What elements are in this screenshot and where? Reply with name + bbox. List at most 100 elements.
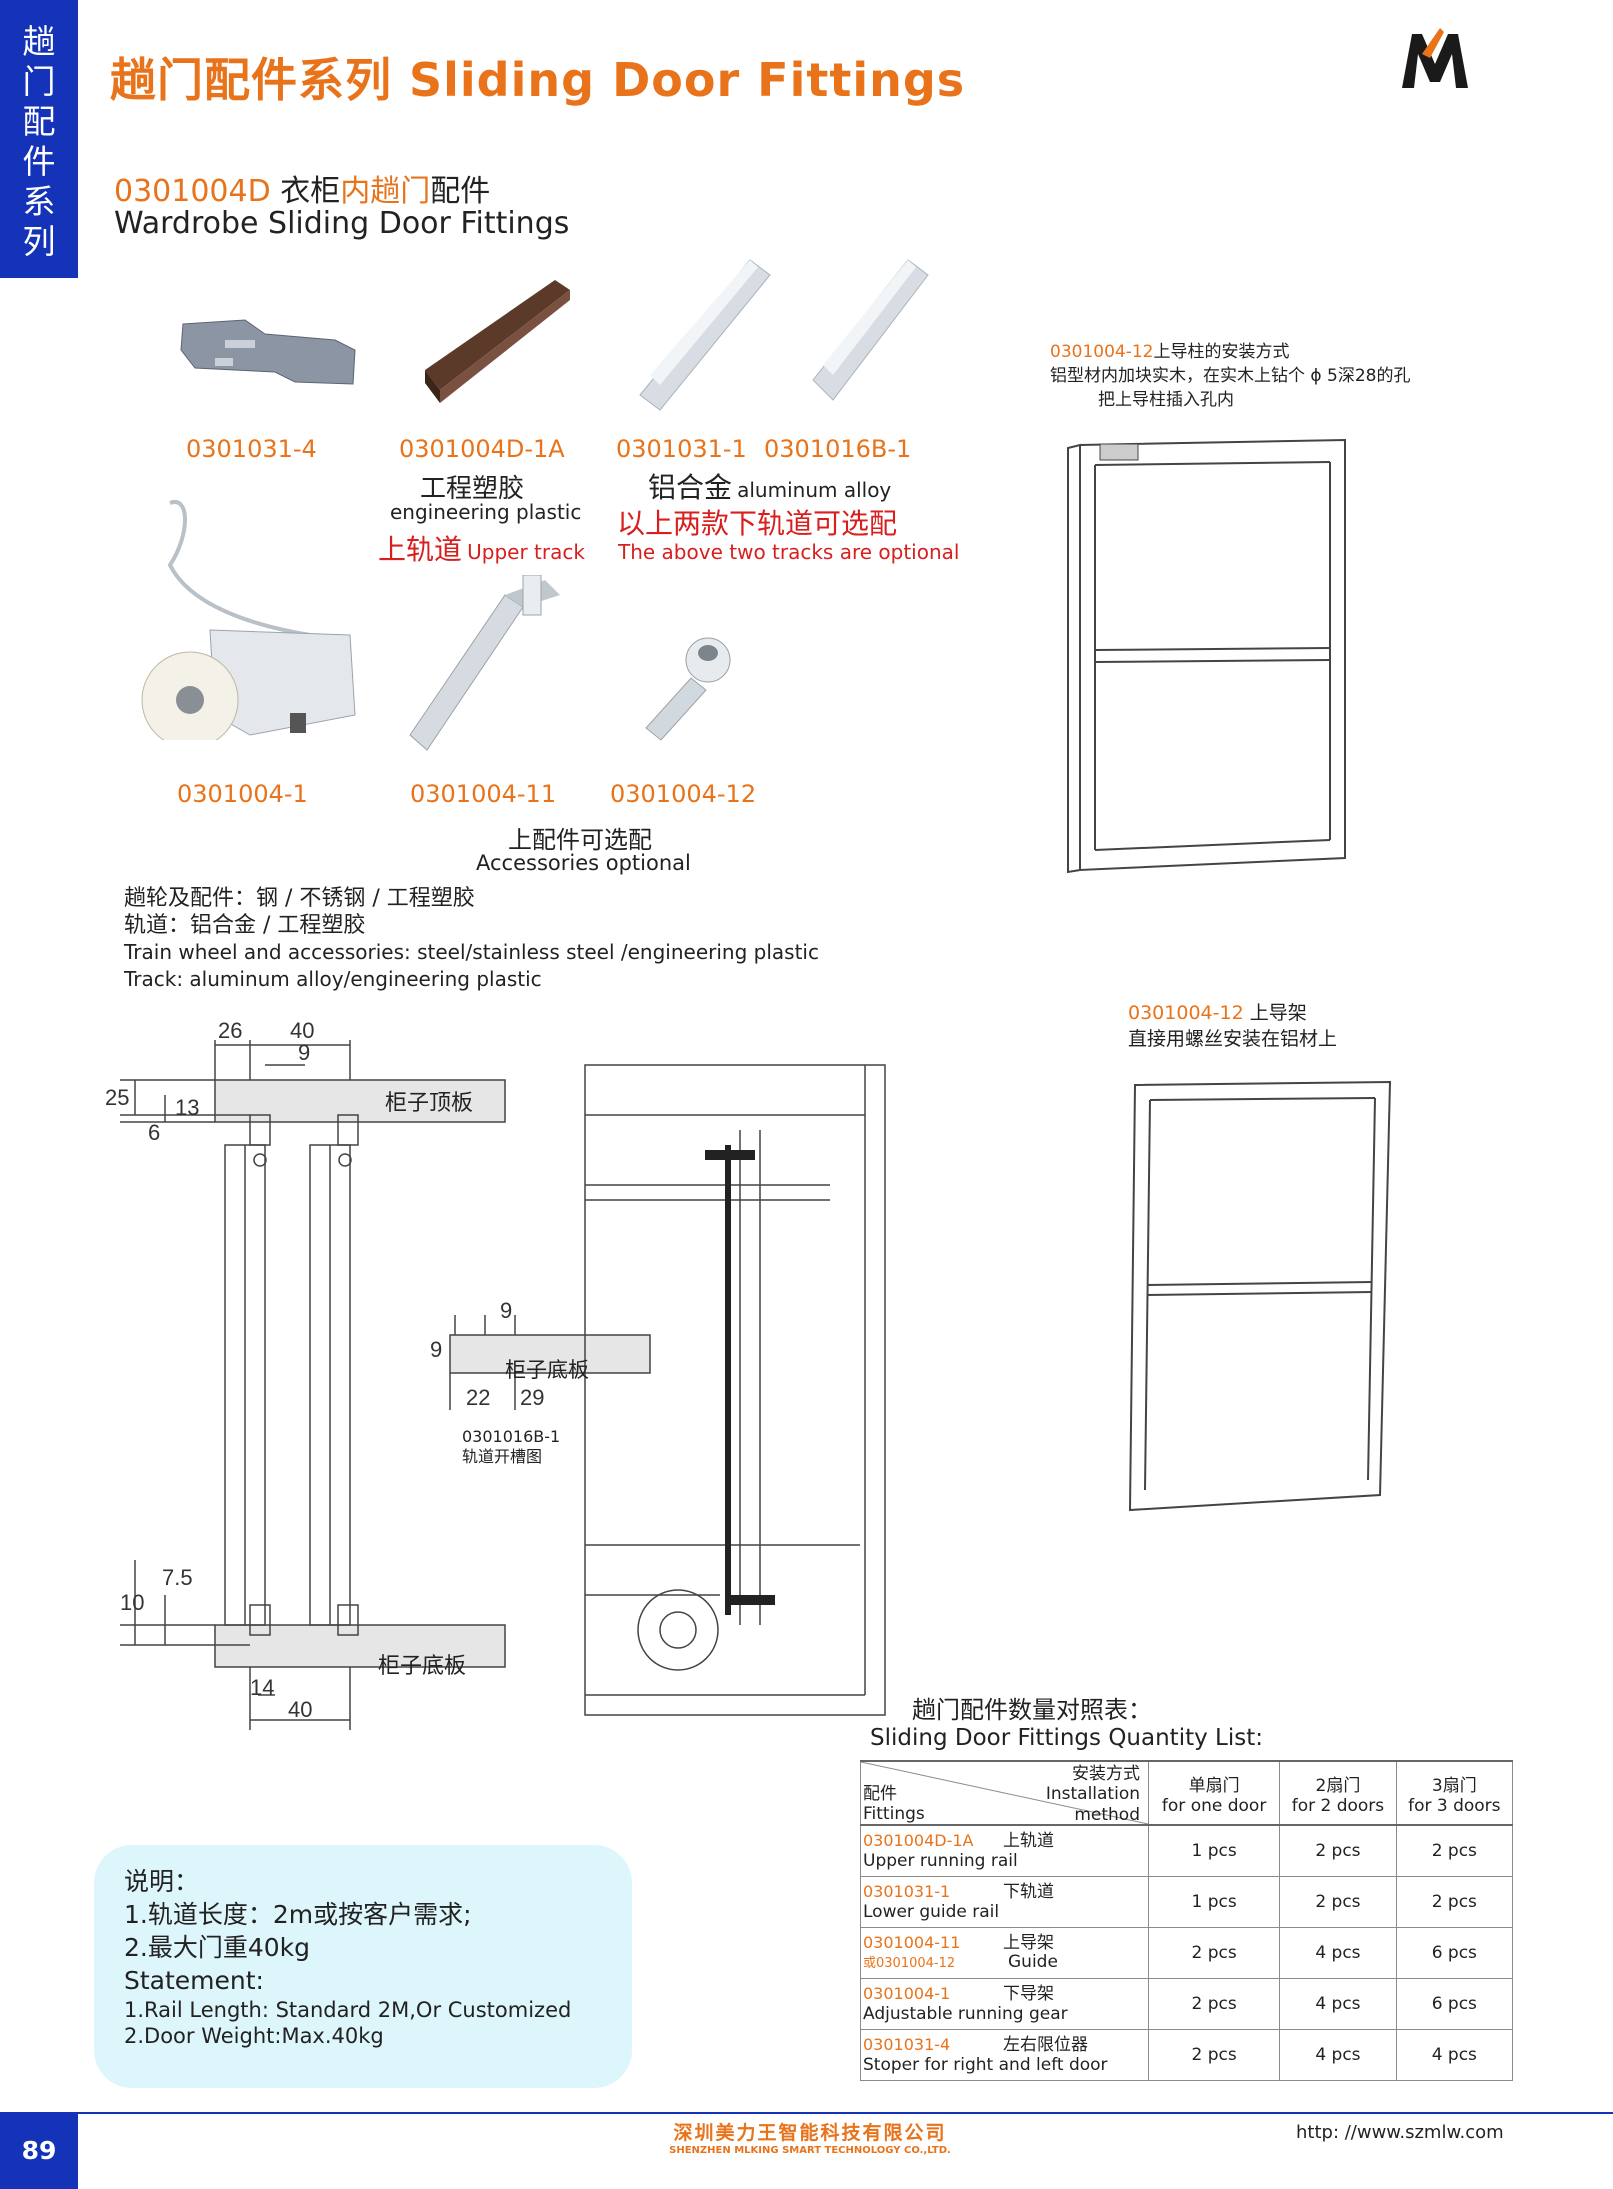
part-code: 0301031-4 (186, 435, 317, 463)
notes-line: 2.最大门重40kg (124, 1933, 311, 1962)
fitting-code: 0301031-1 (863, 1882, 951, 1901)
title-part: 配件 (430, 174, 491, 209)
col-cn: 2扇门 (1315, 1775, 1361, 1796)
diagonal-line (861, 1762, 1148, 1824)
product-title-en: Wardrobe Sliding Door Fittings (114, 206, 570, 241)
qty-cell: 2 pcs (1279, 1876, 1397, 1928)
materials-line: 轨道：铝合金 / 工程塑胶 (124, 913, 366, 938)
fitting-code: 0301004-11 (863, 1933, 961, 1952)
side-tab-char: 件 (22, 142, 56, 181)
dim-label: 14 (250, 1675, 274, 1700)
material-label: 工程塑胶 (420, 474, 525, 504)
footer-divider (0, 2112, 1613, 2114)
product-code: 0301004D (114, 174, 271, 209)
side-tab-char: 系 (22, 182, 56, 221)
material-cn: 铝合金 (648, 471, 733, 504)
fitting-cn: 下导架 (1003, 1984, 1054, 2004)
part-code: 0301016B-1 (764, 435, 912, 463)
header-method-cn: 安装方式 (1072, 1764, 1140, 1784)
fitting-cn: 上轨道 (1003, 1831, 1054, 1851)
groove-dim: 22 (466, 1385, 490, 1410)
materials-line: Train wheel and accessories: steel/stain… (124, 940, 819, 964)
install-line: 把上导柱插入孔内 (1098, 390, 1234, 410)
qty-cell: 2 pcs (1147, 1978, 1281, 2030)
groove-dim: 29 (520, 1385, 544, 1410)
qty-cell: 2 pcs (1395, 1876, 1514, 1928)
title-part: 衣柜 (280, 174, 341, 209)
page-title: 趟门配件系列 Sliding Door Fittings (110, 53, 966, 107)
materials-line: 趟轮及配件：钢 / 不锈钢 / 工程塑胶 (124, 886, 475, 911)
material-en: aluminum alloy (737, 478, 892, 502)
brand-logo-icon (1402, 28, 1468, 88)
door-frame-drawing-2 (1128, 1080, 1392, 1512)
qty-title-en: Sliding Door Fittings Quantity List: (870, 1725, 1263, 1751)
fitting-code-alt: 或0301004-12 (863, 1956, 956, 1971)
upper-track-photo (425, 280, 570, 403)
bottom-board-label: 柜子底板 (378, 1654, 466, 1679)
lower-track-photo-2 (812, 259, 929, 401)
header-corner-cell: 安装方式 Installation method 配件 Fittings (860, 1760, 1149, 1826)
side-tab-char: 趟 (22, 22, 56, 61)
install-line: 铝型材内加块实木，在实木上钻个 ϕ 5深28的孔 (1050, 366, 1411, 386)
fitting-code: 0301031-4 (863, 2035, 951, 2054)
dim-label: 13 (175, 1095, 199, 1120)
dim-label: 7.5 (162, 1565, 193, 1590)
notes-title-cn: 说明： (124, 1867, 200, 1896)
title-part: 内趟门 (340, 174, 431, 209)
fitting-en: Adjustable running gear (863, 2004, 1068, 2024)
lower-track-photo-1 (639, 259, 771, 411)
qty-cell: 4 pcs (1279, 1927, 1397, 1979)
qty-cell: 1 pcs (1147, 1824, 1281, 1877)
side-tab-char: 配 (22, 102, 56, 141)
install-note-1: 0301004-12上导柱的安装方式 铝型材内加块实木，在实木上钻个 ϕ 5深2… (1050, 340, 1410, 412)
running-gear-photo (141, 500, 356, 740)
qty-cell: 2 pcs (1147, 2029, 1281, 2081)
notes-line: 2.Door Weight:Max.40kg (124, 2024, 384, 2048)
install-line: 上导架 (1243, 1002, 1307, 1024)
installation-section-drawing: 26 40 9 25 13 6 7.5 10 14 40 柜子顶板 柜子底板 9… (105, 1018, 886, 1730)
groove-title: 轨道开槽图 (462, 1447, 542, 1466)
track-label-en: Upper track (467, 540, 585, 564)
side-category-tab: 趟 门 配 件 系 列 (0, 0, 78, 278)
col-en: for 2 doors (1291, 1795, 1385, 1816)
part-code: 0301031-1 (616, 435, 747, 463)
dim-label: 25 (105, 1085, 129, 1110)
notes-line: 1.轨道长度：2m或按客户需求; (124, 1900, 472, 1929)
part-code: 0301004-12 (610, 780, 757, 808)
qty-cell: 6 pcs (1395, 1927, 1514, 1979)
qty-cell: 2 pcs (1395, 1824, 1514, 1877)
fitting-en: Guide (1008, 1952, 1058, 1972)
qty-cell: 2 pcs (1279, 1824, 1397, 1877)
install-code: 0301004-12 (1050, 342, 1154, 362)
dim-label: 40 (290, 1018, 314, 1043)
company-name-cn: 深圳美力王智能科技有限公司 (673, 2122, 947, 2144)
footer-url[interactable]: http: //www.szmlw.com (1296, 2122, 1504, 2143)
groove-dim: 9 (430, 1337, 442, 1362)
quantity-table: 安装方式 Installation method 配件 Fittings 单扇门… (860, 1760, 1514, 2081)
page-number: 89 (0, 2112, 78, 2189)
fitting-en: Upper running rail (863, 1851, 1018, 1871)
qty-cell: 6 pcs (1395, 1978, 1514, 2030)
groove-dim: 9 (500, 1298, 512, 1323)
qty-title-cn: 趟门配件数量对照表： (912, 1696, 1152, 1724)
statement-box: 说明： 1.轨道长度：2m或按客户需求; 2.最大门重40kg Statemen… (94, 1845, 632, 2088)
upper-guide-photo (409, 575, 560, 751)
qty-cell: 4 pcs (1395, 2029, 1514, 2081)
install-line: 直接用螺丝安装在铝材上 (1128, 1028, 1338, 1050)
install-code: 0301004-12 (1128, 1002, 1244, 1024)
notes-title-en: Statement: (124, 1966, 264, 1995)
top-board-label: 柜子顶板 (385, 1091, 473, 1116)
part-code: 0301004D-1A (399, 435, 565, 463)
guide-pin-photo (645, 637, 731, 741)
fitting-cn: 左右限位器 (1003, 2035, 1088, 2055)
material-label-en: engineering plastic (390, 500, 582, 524)
